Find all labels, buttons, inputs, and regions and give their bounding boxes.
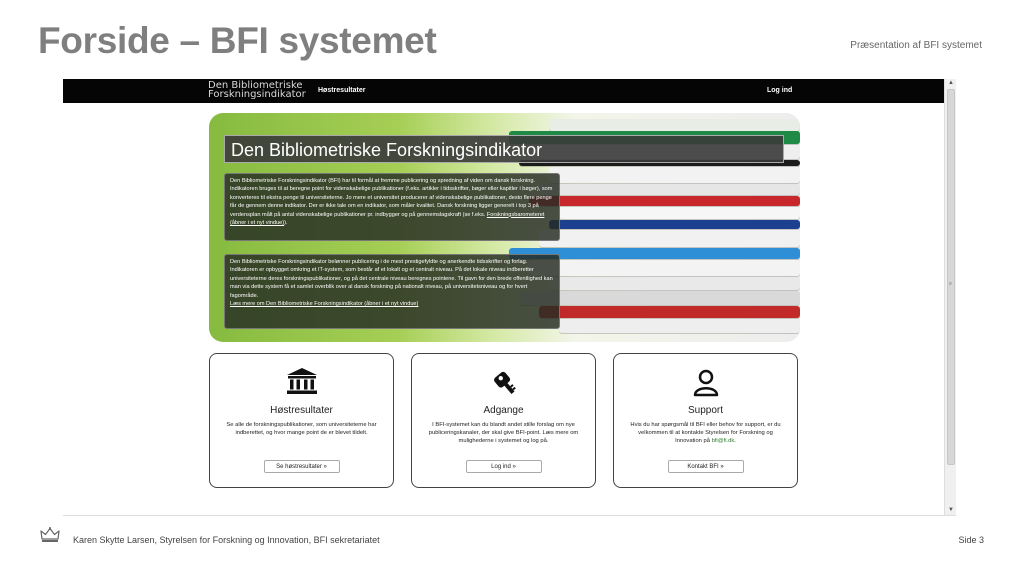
intro-text-end: ). <box>284 220 288 227</box>
card-hostresultater: Høstresultater Se alle de forskningspubl… <box>209 353 394 488</box>
footer-author: Karen Skytte Larsen, Styrelsen for Forsk… <box>73 535 380 545</box>
key-icon <box>412 367 595 402</box>
kontakt-bfi-button[interactable]: Kontakt BFI » <box>667 460 744 473</box>
support-email-link[interactable]: bfi@fi.dk <box>711 438 735 444</box>
logo-line-1: Den Bibliometriske <box>208 80 303 91</box>
forskningsbarometeret-link[interactable]: Forskningsbarometeret (åbner i et nyt vi… <box>230 211 545 227</box>
scroll-up-arrow-icon[interactable]: ▲ <box>948 80 954 86</box>
site-logo[interactable]: Den Bibliometriske Forskningsindikator <box>208 80 306 100</box>
intro-text: Den Bibliometriske Forskningsindikator (… <box>230 178 553 218</box>
page-number: Side 3 <box>958 535 984 545</box>
card-title-hostresultater: Høstresultater <box>270 405 333 416</box>
website-screenshot: Den Bibliometriske Forskningsindikator H… <box>63 79 956 516</box>
nav-hostresultater[interactable]: Høstresultater <box>318 87 366 94</box>
log-ind-button[interactable]: Log ind » <box>465 460 542 473</box>
site-header: Den Bibliometriske Forskningsindikator H… <box>63 79 945 103</box>
read-more-link[interactable]: Læs mere om Den Bibliometriske Forskning… <box>230 301 419 308</box>
card-title-adgange: Adgange <box>483 405 524 416</box>
grip-icon: ≡ <box>949 281 952 287</box>
hero-heading: Den Bibliometriske Forskningsindikator <box>224 135 784 163</box>
card-support: Support Hvis du har spørgsmål til BFI el… <box>613 353 798 488</box>
nav-login-link[interactable]: Log ind <box>767 87 793 94</box>
institution-icon <box>210 367 393 400</box>
card-title-support: Support <box>687 405 724 416</box>
support-text-end: . <box>734 438 736 444</box>
slide-title: Forside – BFI systemet <box>38 20 437 61</box>
scroll-thumb[interactable]: ≡ <box>947 89 955 465</box>
about-panel: Den Bibliometriske Forskningsindikator b… <box>224 254 560 329</box>
card-text-hostresultater: Se alle de forskningspublikationer, som … <box>226 422 377 436</box>
about-text: Den Bibliometriske Forskningsindikator b… <box>230 259 553 299</box>
intro-panel: Den Bibliometriske Forskningsindikator (… <box>224 173 560 241</box>
scrollbar[interactable]: ▲ ≡ ▼ <box>944 79 956 515</box>
crown-logo-icon <box>40 526 60 549</box>
card-text-adgange: I BFI-systemet kan du blandt andet still… <box>428 422 579 444</box>
card-adgange: Adgange I BFI-systemet kan du blandt and… <box>411 353 596 488</box>
card-text-support: Hvis du har spørgsmål til BFI eller beho… <box>628 421 783 445</box>
se-hostresultater-button[interactable]: Se høstresultater » <box>263 460 340 473</box>
slide-subtitle: Præsentation af BFI systemet <box>850 40 982 51</box>
user-icon <box>614 367 797 402</box>
scroll-down-arrow-icon[interactable]: ▼ <box>948 507 954 513</box>
hero-banner: Den Bibliometriske Forskningsindikator D… <box>209 113 800 342</box>
logo-line-2: Forskningsindikator <box>208 89 306 100</box>
support-text: Hvis du har spørgsmål til BFI eller beho… <box>630 422 781 444</box>
